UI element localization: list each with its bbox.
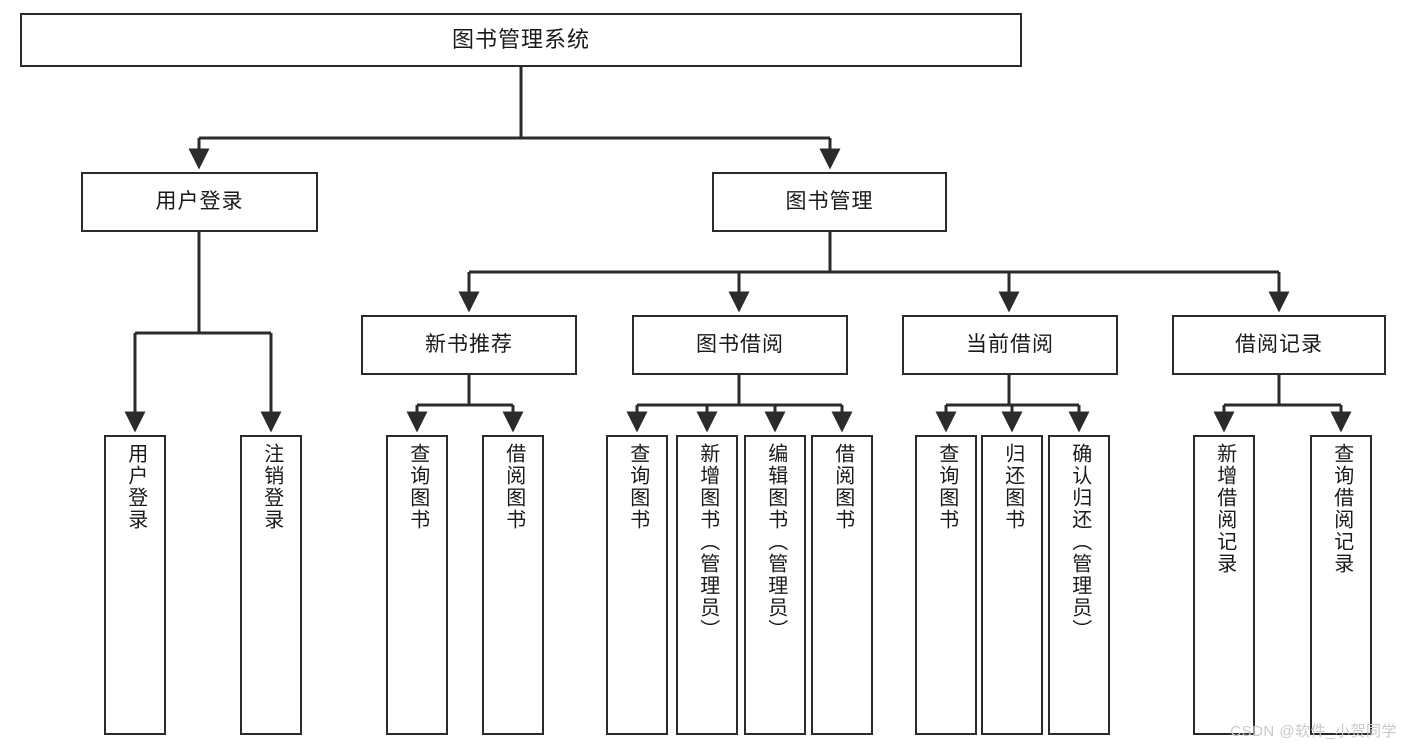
leaf-recommend-query-book-label: 查询图书 [406,443,429,531]
node-borrow-record-label: 借阅记录 [1235,333,1323,357]
leaf-borrow-borrow-book[interactable]: 借阅图书 [811,435,873,735]
node-root-system[interactable]: 图书管理系统 [20,13,1022,67]
watermark-text: CSDN @软件_小贺同学 [1230,723,1397,740]
leaf-borrow-query-book-label: 查询图书 [626,443,649,531]
leaf-current-confirm-return-label: 确认归还（管理员） [1068,443,1091,641]
leaf-current-query-book-label: 查询图书 [935,443,958,531]
node-new-book-recommend[interactable]: 新书推荐 [361,315,577,375]
leaf-record-query-record[interactable]: 查询借阅记录 [1310,435,1372,735]
node-book-borrow-label: 图书借阅 [696,333,784,357]
node-current-borrow[interactable]: 当前借阅 [902,315,1118,375]
leaf-borrow-add-book[interactable]: 新增图书（管理员） [676,435,738,735]
leaf-current-return-book-label: 归还图书 [1001,443,1024,531]
leaf-record-add-record-label: 新增借阅记录 [1213,443,1236,575]
leaf-borrow-edit-book[interactable]: 编辑图书（管理员） [744,435,806,735]
node-current-borrow-label: 当前借阅 [966,333,1054,357]
node-book-borrow[interactable]: 图书借阅 [632,315,848,375]
leaf-user-logout-label: 注销登录 [260,443,283,531]
leaf-current-query-book[interactable]: 查询图书 [915,435,977,735]
leaf-borrow-add-book-label: 新增图书（管理员） [696,443,719,641]
leaf-borrow-query-book[interactable]: 查询图书 [606,435,668,735]
leaf-borrow-borrow-book-label: 借阅图书 [831,443,854,531]
leaf-borrow-edit-book-label: 编辑图书（管理员） [764,443,787,641]
leaf-current-return-book[interactable]: 归还图书 [981,435,1043,735]
node-user-login-label: 用户登录 [155,190,244,214]
node-borrow-record[interactable]: 借阅记录 [1172,315,1386,375]
node-book-management[interactable]: 图书管理 [712,172,947,232]
leaf-current-confirm-return[interactable]: 确认归还（管理员） [1048,435,1110,735]
leaf-record-add-record[interactable]: 新增借阅记录 [1193,435,1255,735]
node-root-system-label: 图书管理系统 [451,26,590,52]
leaf-recommend-query-book[interactable]: 查询图书 [386,435,448,735]
leaf-user-login-label: 用户登录 [124,443,147,531]
node-book-management-label: 图书管理 [785,190,874,214]
leaf-user-logout[interactable]: 注销登录 [240,435,302,735]
node-new-book-recommend-label: 新书推荐 [425,333,513,357]
leaf-user-login[interactable]: 用户登录 [104,435,166,735]
leaf-record-query-record-label: 查询借阅记录 [1330,443,1353,575]
leaf-recommend-borrow-book-label: 借阅图书 [502,443,525,531]
leaf-recommend-borrow-book[interactable]: 借阅图书 [482,435,544,735]
node-user-login[interactable]: 用户登录 [81,172,318,232]
